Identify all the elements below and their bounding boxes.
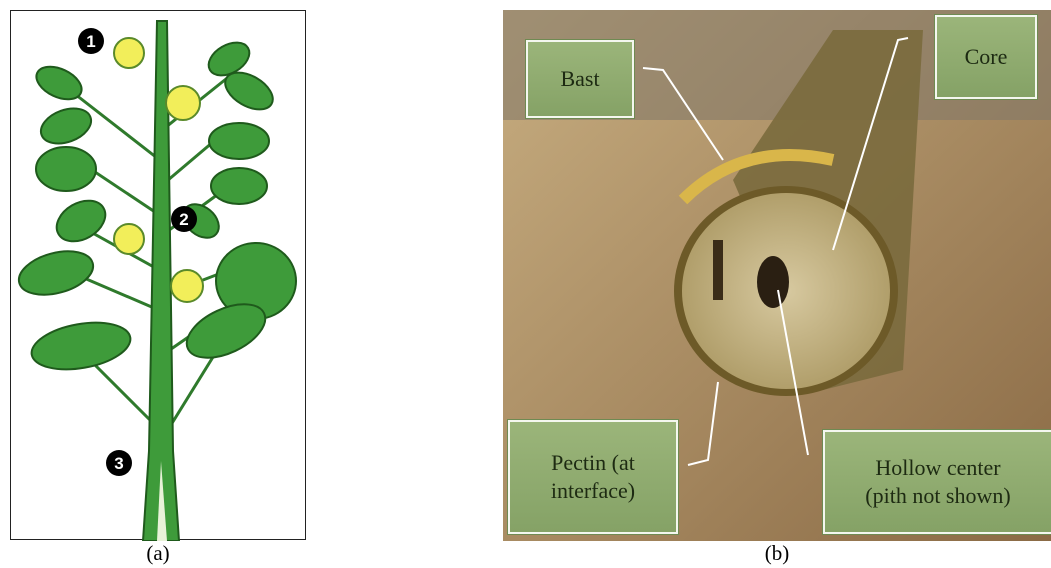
label-pectin: Pectin (at interface) — [508, 420, 678, 534]
label-core: Core — [935, 15, 1037, 99]
stem-cross-section-photo: Bast Core Pectin (at interface) Hollow c… — [503, 10, 1051, 541]
hollow-center — [757, 256, 789, 308]
marker-2-label: 2 — [179, 210, 188, 229]
caption-b: (b) — [757, 541, 797, 566]
plant-illustration: 1 2 3 — [10, 10, 306, 540]
marker-1-label: 1 — [86, 32, 95, 51]
label-hollow-center: Hollow center (pith not shown) — [823, 430, 1051, 534]
caption-a: (a) — [138, 541, 178, 566]
crack — [713, 240, 723, 300]
marker-3-label: 3 — [114, 454, 123, 473]
label-bast: Bast — [526, 40, 634, 118]
hemp-plant-drawing: 1 2 3 — [11, 11, 307, 541]
